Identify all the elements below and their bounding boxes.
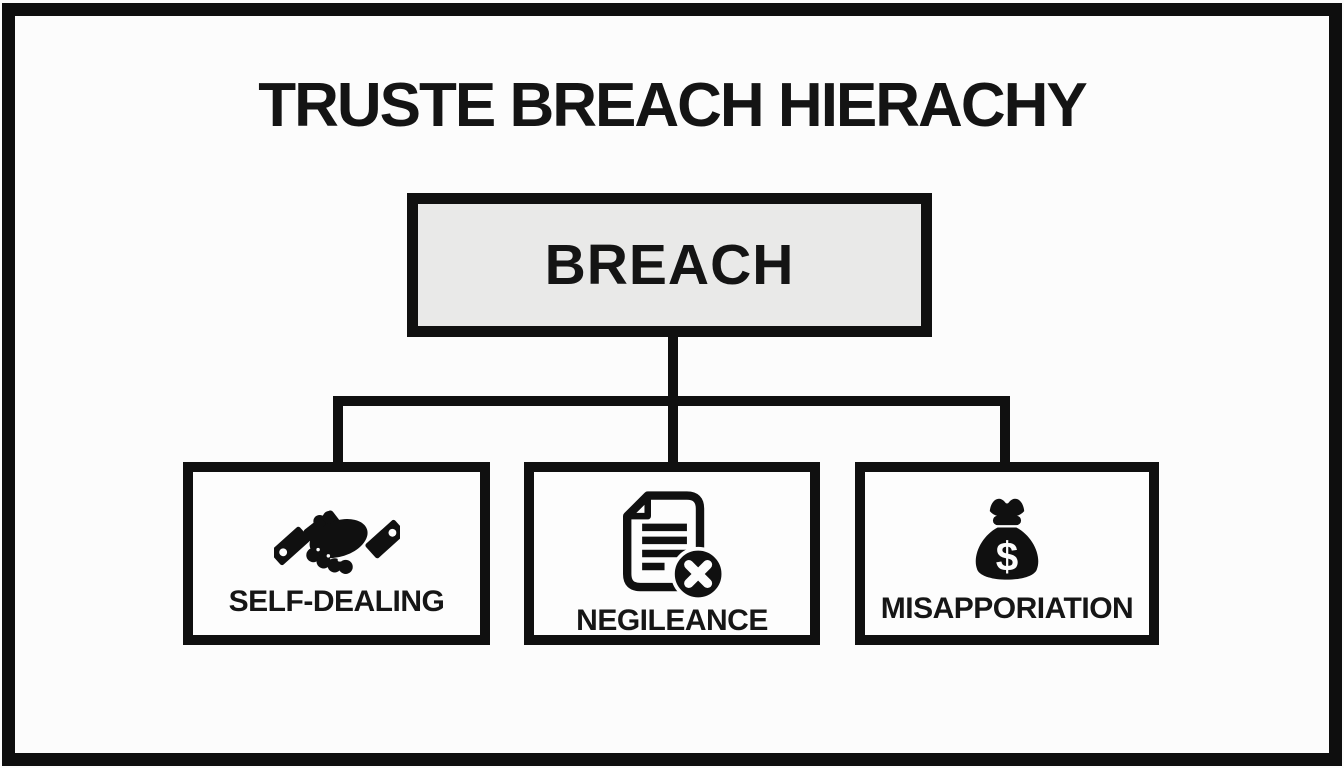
diagram-title: TRUSTE BREACH HIERACHY [258,71,1087,140]
handshake-icon [273,488,400,585]
node-misapporiation: $ MISAPPORIATION [855,462,1159,645]
root-node-label: BREACH [544,233,795,297]
connector-drop-center [668,396,678,462]
node-negileance: NEGILEANCE [524,462,820,645]
node-label-self-dealing: SELF-DEALING [228,585,445,618]
money-bag-icon: $ [964,488,1050,592]
node-self-dealing: SELF-DEALING [183,462,490,645]
document-x-icon [616,488,728,604]
connector-drop-left [333,396,343,462]
breach-root-node: BREACH [407,193,932,337]
connector-drop-right [1000,396,1010,462]
connector-stem [668,335,678,399]
svg-text:$: $ [996,533,1019,579]
node-label-misapporiation: MISAPPORIATION [880,592,1134,625]
node-label-negileance: NEGILEANCE [576,604,768,637]
